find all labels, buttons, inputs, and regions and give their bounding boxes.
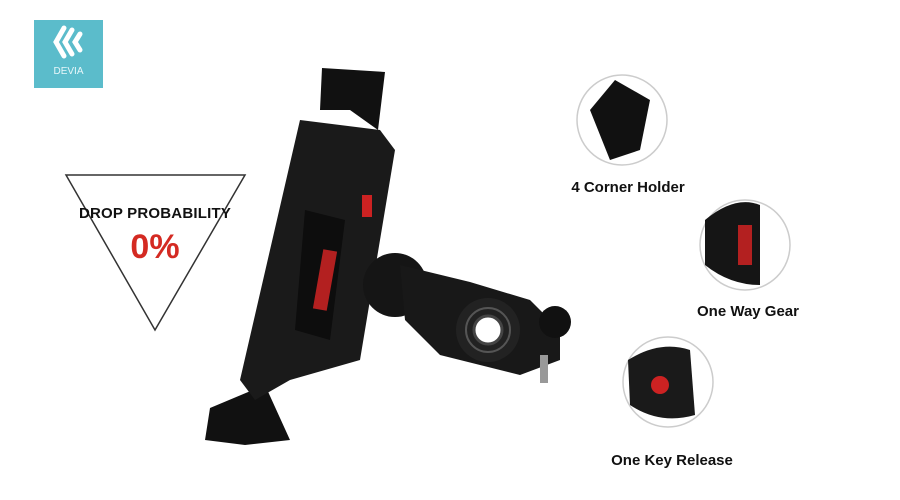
- feature-label-one-key-release: One Key Release: [611, 452, 733, 469]
- brand-name: DEVIA: [53, 66, 84, 77]
- drop-probability-label: DROP PROBABILITY: [78, 205, 232, 222]
- drop-triangle: [64, 174, 247, 332]
- drop-probability-value: 0%: [130, 228, 180, 266]
- feature-label-one-way-gear: One Way Gear: [697, 303, 799, 320]
- feature-circle-release: [622, 336, 714, 428]
- feature-circle-gear: [699, 199, 791, 291]
- feature-label-corner-holder: 4 Corner Holder: [571, 179, 685, 196]
- feature-circle-corner: [576, 74, 668, 166]
- devia-logo: DEVIA: [34, 20, 103, 88]
- bike-phone-holder-image: [205, 68, 571, 445]
- devia-chevron-icon: [53, 25, 83, 59]
